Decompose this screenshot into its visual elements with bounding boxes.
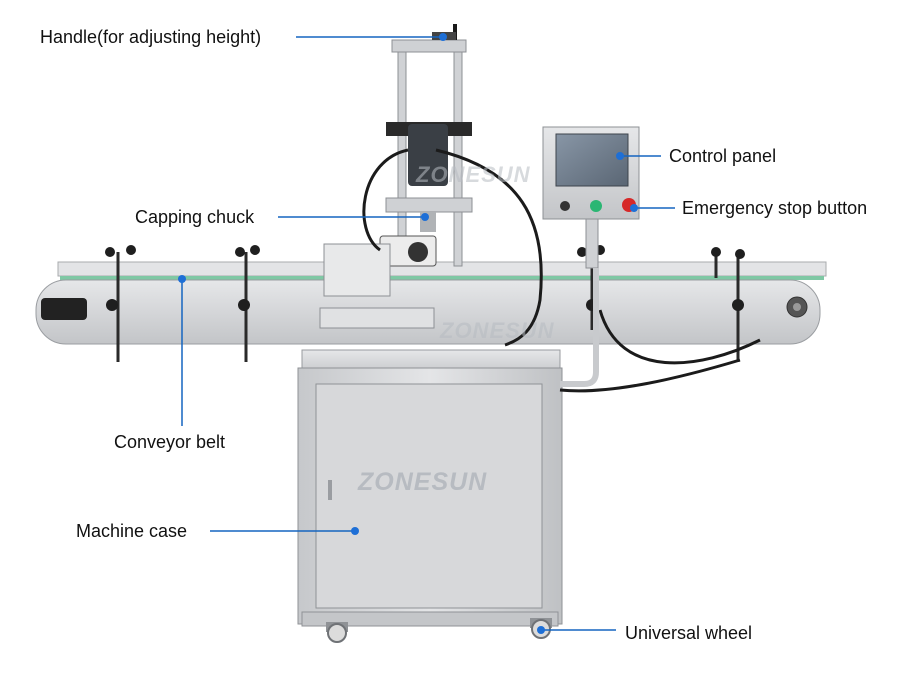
handle-label: Handle(for adjusting height) [40, 27, 262, 47]
emergency-stop-label: Emergency stop button [682, 198, 868, 218]
watermark-head: ZONESUN [415, 162, 531, 187]
universal-wheels [326, 618, 552, 643]
emergency-stop-leader-dot [630, 204, 638, 212]
handle-leader-dot [439, 33, 447, 41]
guide-knobs [105, 245, 745, 311]
capping-head [319, 39, 473, 329]
universal-wheel-label: Universal wheel [625, 623, 753, 643]
leader-lines [181, 36, 675, 631]
support-pipe [560, 268, 599, 387]
leader-dots [178, 33, 638, 634]
watermark-conveyor: ZONESUN [439, 318, 555, 343]
universal-wheel-leader-dot [537, 626, 545, 634]
machine-case-leader-dot [351, 527, 359, 535]
capping-chuck-leader-dot [421, 213, 429, 221]
conveyor-belt [35, 261, 827, 345]
control-panel-leader-dot [616, 152, 624, 160]
machine-case [297, 349, 563, 627]
conveyor-belt-leader-dot [178, 275, 186, 283]
conveyor-belt-label: Conveyor belt [114, 432, 226, 452]
capping-chuck-label: Capping chuck [135, 207, 255, 227]
machine-case-label: Machine case [76, 521, 188, 541]
watermark-case: ZONESUN [357, 468, 487, 496]
control-panel-label: Control panel [669, 146, 777, 166]
cables [362, 148, 761, 393]
control-panel [542, 126, 640, 269]
